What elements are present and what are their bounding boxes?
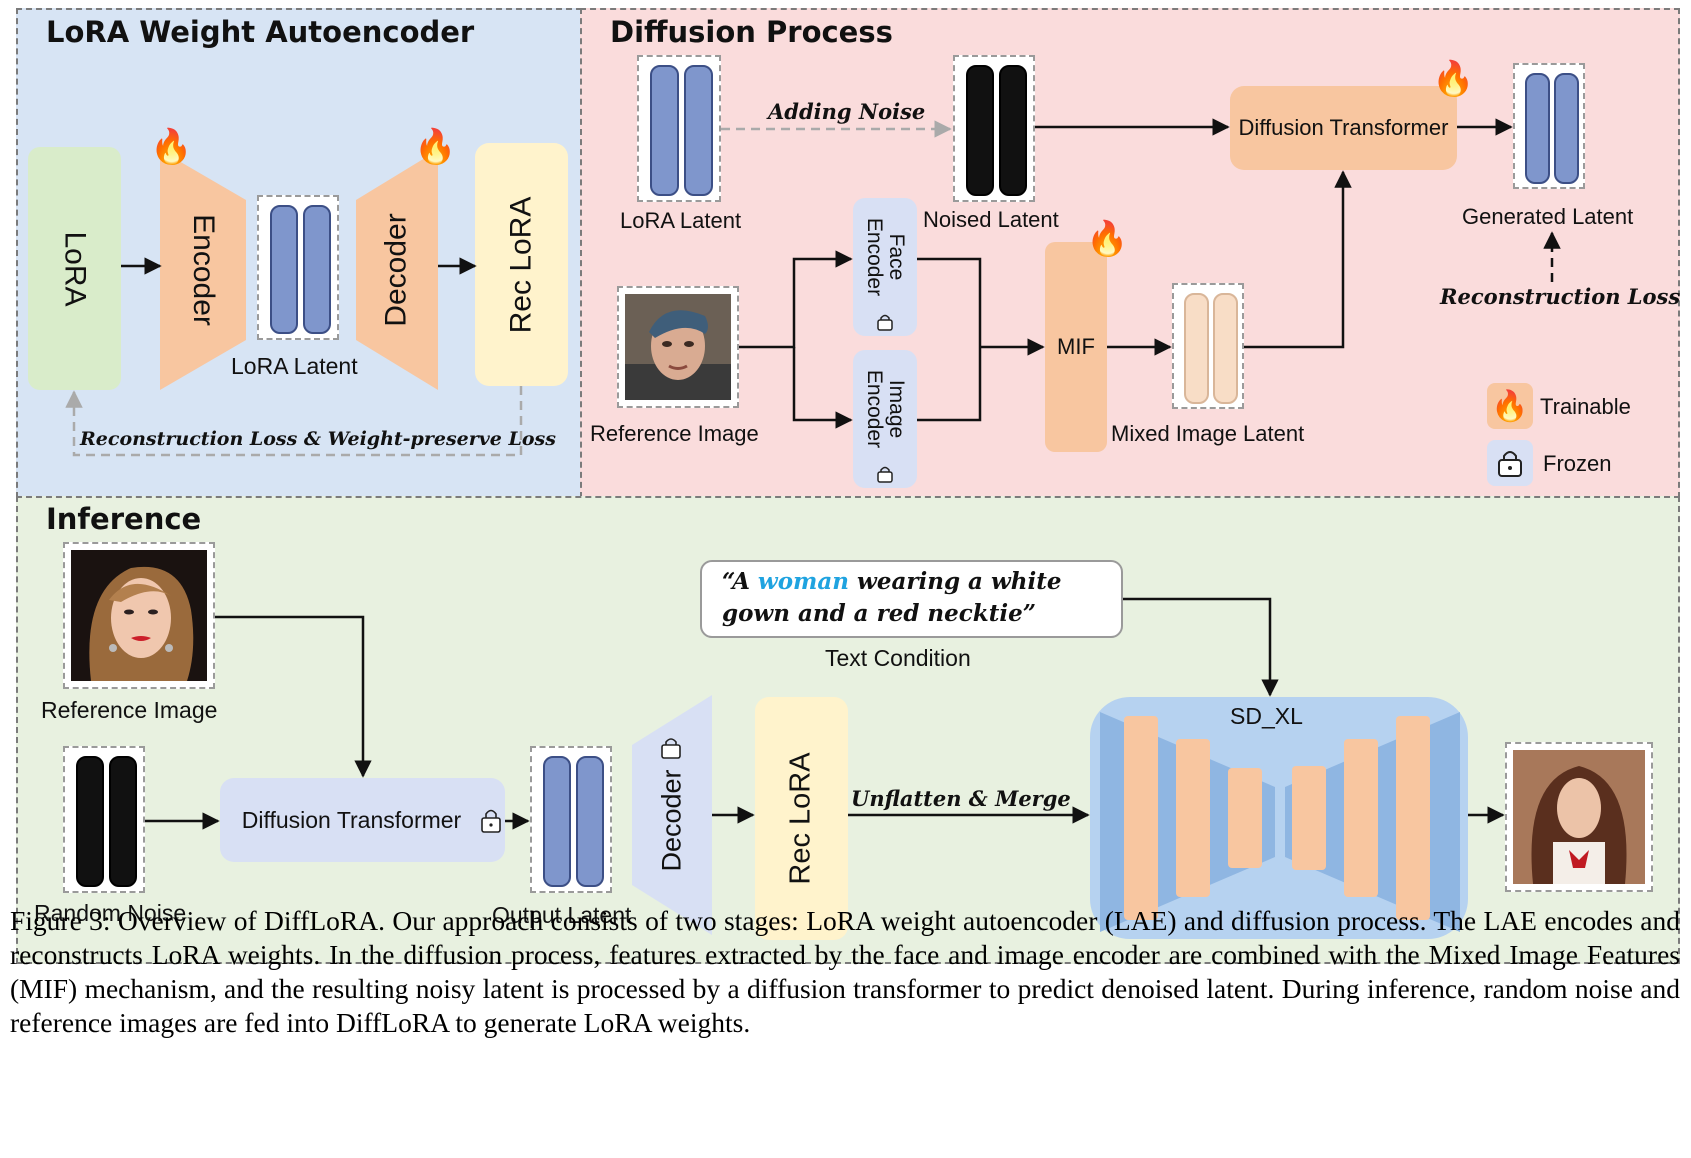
inference-decoder-trapezoid xyxy=(632,695,712,935)
unflatten-merge-label: Unflatten & Merge xyxy=(851,786,1071,811)
random-noise-label: Random Noise xyxy=(34,900,187,926)
noised-latent-label: Noised Latent xyxy=(923,207,1059,232)
rec-lora-box xyxy=(475,143,568,386)
adding-noise-label: Adding Noise xyxy=(768,99,926,124)
lock-icon xyxy=(876,465,894,483)
flame-icon: 🔥 xyxy=(1491,389,1529,423)
lae-lora-latent xyxy=(257,195,339,340)
lora-latent-input xyxy=(637,55,721,202)
legend-frozen-label: Frozen xyxy=(1543,451,1612,476)
lae-loss-label: Reconstruction Loss & Weight-preserve Lo… xyxy=(80,428,556,450)
encoder-trapezoid xyxy=(160,150,246,390)
arrow-icon xyxy=(1244,170,1352,349)
lock-icon xyxy=(480,807,502,835)
unet-shape xyxy=(1100,712,1460,932)
mif-box: MIF xyxy=(1045,242,1107,452)
diffusion-title: Diffusion Process xyxy=(610,15,893,49)
generated-latent xyxy=(1513,63,1585,189)
flame-icon: 🔥 xyxy=(1086,220,1129,258)
random-noise-latent xyxy=(63,746,145,893)
diffusion-reference-image-label: Reference Image xyxy=(590,421,759,446)
inference-title: Inference xyxy=(46,502,202,536)
sdxl-label: SD_XL xyxy=(1230,703,1303,729)
face-encoder-box xyxy=(853,198,917,336)
lock-icon xyxy=(1498,451,1522,477)
inference-rec-lora-box xyxy=(755,697,848,940)
arrow-icon xyxy=(917,257,982,422)
highlight-word: woman xyxy=(757,568,850,595)
generated-output-photo xyxy=(1505,742,1653,892)
reference-image-photo xyxy=(617,286,739,408)
flame-icon: 🔥 xyxy=(1432,60,1475,98)
face-photo-icon xyxy=(71,550,207,681)
arrow-icon xyxy=(792,347,853,429)
output-latent-label: Output Latent xyxy=(492,902,632,928)
lae-latent-label: LoRA Latent xyxy=(231,353,358,379)
reconstruction-loss-label: Reconstruction Loss xyxy=(1440,284,1681,309)
woman-photo-icon xyxy=(1513,750,1645,884)
legend-trainable-label: Trainable xyxy=(1540,394,1631,419)
inference-dit-box: Diffusion Transformer xyxy=(220,778,505,862)
decoder-trapezoid xyxy=(356,150,438,390)
face-photo-icon xyxy=(625,294,731,400)
image-encoder-box xyxy=(853,350,917,488)
figure-caption: Figure 3: Overview of DiffLoRA. Our appr… xyxy=(10,905,1680,1038)
lock-icon xyxy=(876,313,894,331)
lae-title: LoRA Weight Autoencoder xyxy=(46,15,475,49)
noised-latent xyxy=(953,55,1035,202)
inference-reference-photo xyxy=(63,542,215,689)
arrow-icon xyxy=(739,250,853,349)
arrow-icon xyxy=(65,386,523,457)
mixed-image-latent-label: Mixed Image Latent xyxy=(1111,421,1305,446)
generated-latent-label: Generated Latent xyxy=(1462,204,1634,229)
lora-latent-label: LoRA Latent xyxy=(620,208,742,233)
flame-icon: 🔥 xyxy=(150,128,193,166)
legend-trainable-swatch: 🔥 xyxy=(1487,383,1533,429)
output-latent xyxy=(530,746,612,893)
dit-box: Diffusion Transformer xyxy=(1230,86,1457,170)
inference-reference-image-label: Reference Image xyxy=(41,697,218,723)
arrow-icon xyxy=(1123,597,1279,697)
lora-box xyxy=(28,147,121,390)
arrow-icon xyxy=(215,615,372,778)
legend-frozen-swatch xyxy=(1487,440,1533,486)
lock-icon xyxy=(660,736,682,760)
text-condition-label: Text Condition xyxy=(825,645,971,671)
text-condition-box: “A woman wearing a white gown and a red … xyxy=(700,560,1123,638)
mixed-image-latent xyxy=(1172,283,1244,409)
flame-icon: 🔥 xyxy=(414,128,457,166)
